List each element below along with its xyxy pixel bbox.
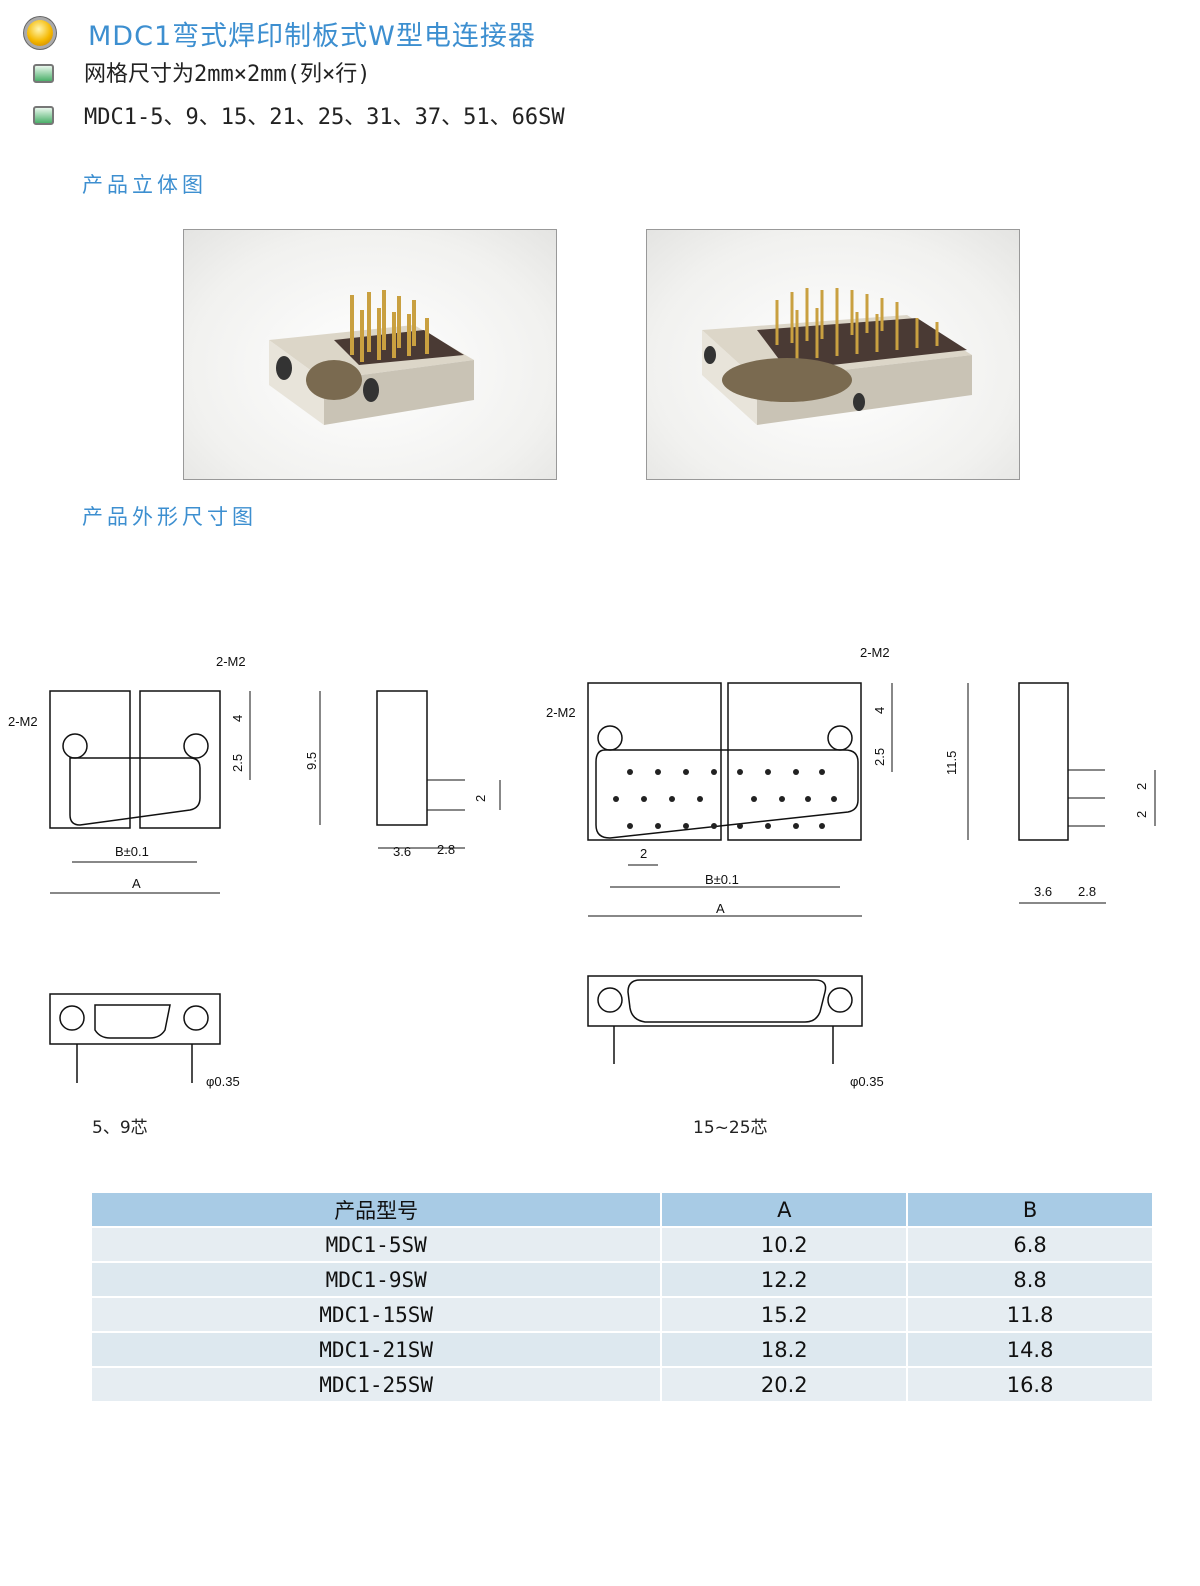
- section-title-dimensions: 产品外形尺寸图: [82, 505, 257, 529]
- dim-2-8: 2.8: [1078, 884, 1096, 899]
- cell-model: MDC1-5SW: [92, 1226, 663, 1261]
- dim-3-6: 3.6: [393, 844, 411, 859]
- dim-4: 4: [872, 707, 887, 714]
- cell-model: MDC1-15SW: [92, 1296, 663, 1331]
- dim-11-5: 11.5: [944, 751, 959, 775]
- dim-2-5: 2.5: [230, 754, 245, 772]
- dim-pin-diameter: φ0.35: [206, 1074, 240, 1089]
- cell-b: 16.8: [908, 1366, 1154, 1401]
- label-2m2: 2-M2: [216, 654, 246, 669]
- cell-b: 8.8: [908, 1261, 1154, 1296]
- product-photo-small: [183, 229, 557, 480]
- page-title: MDC1弯式焊印制板式W型电连接器: [88, 21, 536, 52]
- cell-model: MDC1-21SW: [92, 1331, 663, 1366]
- small-bottom-view: [49, 993, 221, 1083]
- large-front-view: [587, 682, 862, 841]
- cell-model: MDC1-25SW: [92, 1366, 663, 1401]
- dim-a: A: [716, 901, 725, 916]
- dim-b: B±0.1: [705, 872, 739, 887]
- dimension-drawings: 2-M2 2-M2 4 2.5 B±0.1 A 9.5 2 3.6 2.8 φ0…: [8, 645, 1156, 1089]
- grid-size-text: 网格尺寸为2mm×2mm(列×行): [84, 62, 371, 87]
- cell-a: 18.2: [662, 1331, 909, 1366]
- header-b: B: [908, 1193, 1154, 1226]
- dim-2-5: 2.5: [872, 748, 887, 766]
- header-a: A: [662, 1193, 909, 1226]
- cell-b: 14.8: [908, 1331, 1154, 1366]
- dim-2-8: 2.8: [437, 842, 455, 857]
- dim-b: B±0.1: [115, 844, 149, 859]
- dim-9-5: 9.5: [304, 752, 319, 770]
- header-model: 产品型号: [92, 1193, 663, 1226]
- caption-15-25: 15~25芯: [693, 1118, 768, 1138]
- large-bottom-view: [587, 975, 863, 1064]
- section-title-3d: 产品立体图: [82, 173, 207, 197]
- label-2m2: 2-M2: [546, 705, 576, 720]
- label-2m2: 2-M2: [8, 714, 38, 729]
- green-bullet-icon: [33, 64, 54, 83]
- label-2m2: 2-M2: [860, 645, 890, 660]
- cell-b: 6.8: [908, 1226, 1154, 1261]
- dim-2: 2: [1134, 783, 1149, 790]
- dim-4: 4: [230, 715, 245, 722]
- orange-bullet-icon: [27, 20, 53, 46]
- connector-small-image: [269, 290, 474, 425]
- dim-a: A: [132, 876, 141, 891]
- dim-pitch-2: 2: [640, 846, 647, 861]
- product-photo-large: [646, 229, 1020, 480]
- green-bullet-icon: [33, 106, 54, 125]
- caption-5-9: 5、9芯: [92, 1118, 148, 1138]
- cell-a: 10.2: [662, 1226, 909, 1261]
- small-front-view: [49, 690, 221, 829]
- dim-3-6: 3.6: [1034, 884, 1052, 899]
- dim-pin-diameter: φ0.35: [850, 1074, 884, 1089]
- cell-a: 15.2: [662, 1296, 909, 1331]
- model-list-text: MDC1-5、9、15、21、25、31、37、51、66SW: [84, 105, 565, 130]
- connector-large-image: [702, 288, 972, 425]
- cell-a: 12.2: [662, 1261, 909, 1296]
- cell-b: 11.8: [908, 1296, 1154, 1331]
- dim-2: 2: [473, 795, 488, 802]
- cell-a: 20.2: [662, 1366, 909, 1401]
- cell-model: MDC1-9SW: [92, 1261, 663, 1296]
- dim-2: 2: [1134, 811, 1149, 818]
